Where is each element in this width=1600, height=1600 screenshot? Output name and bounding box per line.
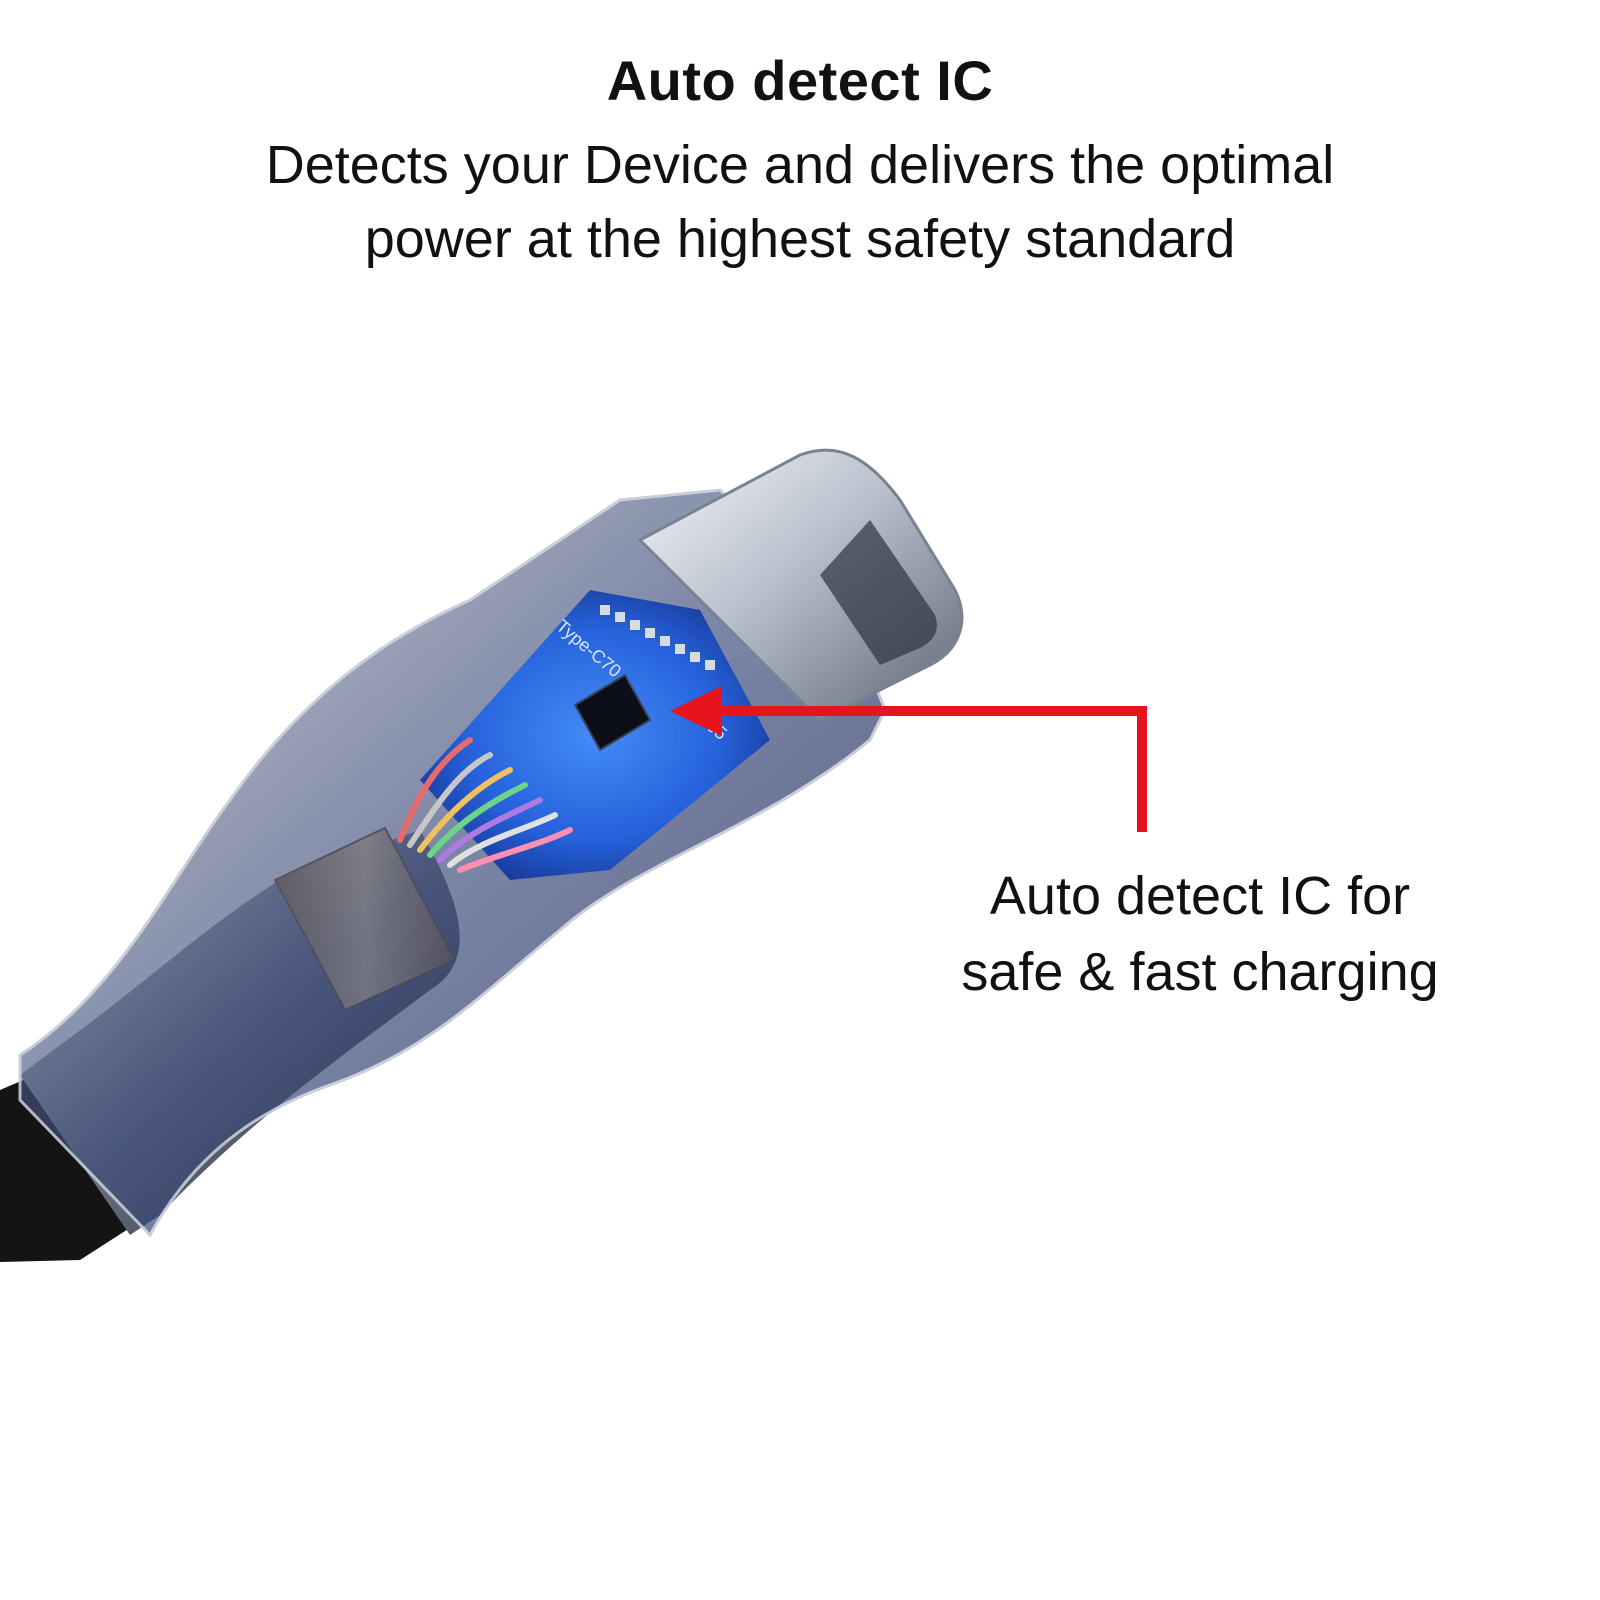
cable-body: Type-C70 1605 — [0, 448, 964, 1262]
arrow-left-icon — [670, 686, 1147, 832]
subtitle-line-2: power at the highest safety standard — [364, 209, 1236, 269]
usb-c-plug-opening — [820, 520, 937, 665]
pcb-pins — [600, 605, 715, 670]
callout-line-1: Auto detect IC for — [989, 866, 1411, 926]
page-subtitle: Detects your Device and delivers the opt… — [200, 128, 1400, 276]
page-title: Auto detect IC — [606, 49, 994, 112]
feature-callout: Auto detect IC for safe & fast charging — [900, 858, 1500, 1010]
wire-bundle — [397, 737, 573, 873]
subtitle-line-1: Detects your Device and delivers the opt… — [265, 135, 1335, 195]
callout-line-2: safe & fast charging — [961, 942, 1439, 1002]
ic-chip — [573, 673, 652, 752]
